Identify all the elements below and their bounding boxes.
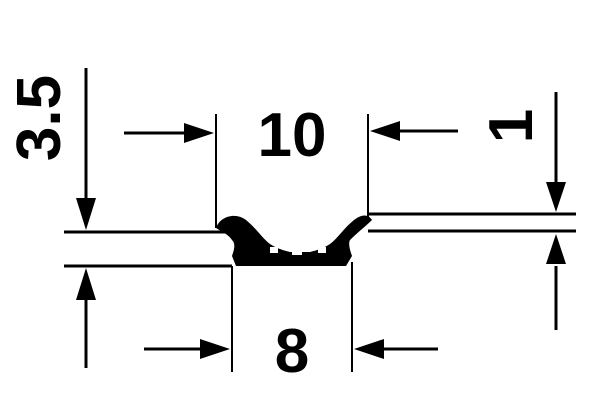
label-top-width: 10 bbox=[258, 101, 327, 170]
profile-shape bbox=[216, 215, 372, 266]
profile-notch-right bbox=[318, 247, 326, 253]
thickness-arrows bbox=[546, 92, 566, 330]
profile-notch-left bbox=[270, 247, 278, 253]
right-strip-lines bbox=[368, 212, 576, 233]
left-strip-lines bbox=[64, 230, 232, 268]
height-arrows bbox=[76, 68, 96, 368]
label-bottom-width: 8 bbox=[275, 317, 309, 386]
extension-lines-bottom bbox=[231, 262, 353, 372]
bottom-width-arrows bbox=[144, 339, 438, 359]
label-height: 3.5 bbox=[5, 75, 74, 161]
top-width-arrows bbox=[124, 121, 458, 143]
label-thickness: 1 bbox=[477, 109, 546, 143]
profile-notch-center bbox=[292, 250, 302, 255]
extension-lines-top bbox=[215, 114, 369, 228]
